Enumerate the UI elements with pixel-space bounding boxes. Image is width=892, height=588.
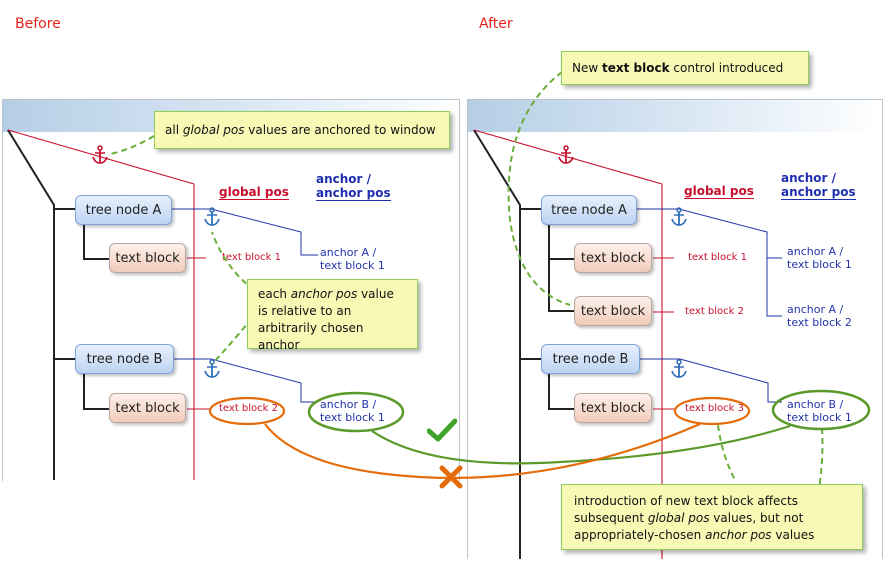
after-window <box>467 99 883 559</box>
after-global-pos-header: global pos <box>684 184 754 199</box>
check-icon <box>427 418 457 442</box>
before-heading: Before <box>15 16 61 32</box>
callout-em: anchor pos <box>290 287 358 301</box>
anchor-a-icon-after <box>671 207 687 226</box>
anchor-label-line1: anchor A / <box>787 303 844 316</box>
callout-text: value is relative to an arbitrarily chos… <box>258 287 394 352</box>
after-global-label-3: text block 3 <box>685 403 744 414</box>
anchor-label-line2: text block 1 <box>320 259 385 272</box>
after-text-block-3: text block <box>574 393 652 423</box>
after-anchor-label-a2: anchor A / text block 2 <box>787 303 852 329</box>
after-tree-node-a: tree node A <box>541 195 637 225</box>
after-anchor-label-b: anchor B / text block 1 <box>787 398 852 424</box>
after-anchor-pos-header: anchor / anchor pos <box>781 171 856 200</box>
anchor-header-line1: anchor / <box>316 172 372 186</box>
anchor-a-icon-before <box>204 207 220 226</box>
anchor-label-line2: text block 1 <box>320 411 385 424</box>
after-window-titlebar <box>468 100 882 132</box>
anchor-header-line2: anchor pos <box>781 185 856 199</box>
callout-text: each <box>258 287 291 301</box>
callout-effect: introduction of new text block affects s… <box>561 484 863 550</box>
before-anchor-label-b: anchor B / text block 1 <box>320 398 385 424</box>
callout-text: all <box>165 123 183 137</box>
after-text-block-new: text block <box>574 296 652 326</box>
callout-em: global pos <box>182 123 245 137</box>
before-tree-node-a: tree node A <box>75 195 172 225</box>
callout-window-anchor: all global pos values are anchored to wi… <box>154 111 450 149</box>
callout-text: introduction of new text block affects s… <box>574 494 798 525</box>
after-tree-node-b: tree node B <box>541 344 640 374</box>
window-anchor-icon-after <box>558 145 574 164</box>
callout-em: anchor pos <box>705 528 772 542</box>
callout-text: New <box>572 61 602 75</box>
anchor-b-icon-after <box>671 359 687 378</box>
callout-text: values, but not appropriately-chosen <box>574 511 804 542</box>
anchor-label-line2: text block 1 <box>787 258 852 271</box>
anchor-header-line1: anchor / <box>781 171 837 185</box>
anchor-label-line1: anchor B / <box>320 398 377 411</box>
anchor-label-line2: text block 2 <box>787 316 852 329</box>
callout-strong: text block <box>602 61 670 75</box>
before-global-label-1: text block 1 <box>222 252 281 263</box>
after-global-label-2: text block 2 <box>685 306 744 317</box>
callout-text: values <box>771 528 815 542</box>
before-text-block-1: text block <box>109 243 186 273</box>
callout-text: control introduced <box>669 61 784 75</box>
before-global-pos-header: global pos <box>219 185 289 200</box>
after-global-label-1: text block 1 <box>688 252 747 263</box>
before-anchor-pos-header: anchor / anchor pos <box>316 172 391 201</box>
before-global-label-2: text block 2 <box>219 403 278 414</box>
anchor-label-line1: anchor A / <box>787 245 844 258</box>
after-anchor-label-a1: anchor A / text block 1 <box>787 245 852 271</box>
callout-relative-anchor: each anchor pos value is relative to an … <box>247 279 418 352</box>
cross-icon <box>439 465 463 489</box>
anchor-label-line1: anchor B / <box>787 398 844 411</box>
anchor-header-line2: anchor pos <box>316 186 391 200</box>
anchor-label-line1: anchor A / <box>320 246 377 259</box>
callout-em: global pos <box>647 511 710 525</box>
window-anchor-icon-before <box>92 145 108 164</box>
before-text-block-2: text block <box>109 393 186 423</box>
after-heading: After <box>479 16 513 32</box>
before-tree-node-b: tree node B <box>75 344 174 374</box>
callout-text: values are anchored to window <box>244 123 436 137</box>
after-text-block-1: text block <box>574 243 652 273</box>
before-anchor-label-a: anchor A / text block 1 <box>320 246 385 272</box>
anchor-label-line2: text block 1 <box>787 411 852 424</box>
callout-new-text-block: New text block control introduced <box>561 51 809 85</box>
